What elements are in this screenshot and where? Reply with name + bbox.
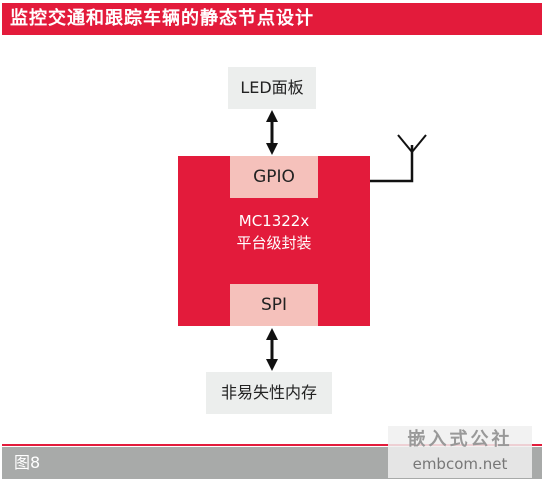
chip-name-label: MC1322x bbox=[238, 212, 310, 230]
gpio-port-box: GPIO bbox=[230, 156, 318, 198]
led-gpio-double-arrow bbox=[266, 110, 278, 155]
led-panel-box: LED面板 bbox=[228, 67, 316, 109]
spi-memory-double-arrow bbox=[266, 328, 278, 371]
watermark-cn: 嵌入式公社 bbox=[407, 429, 513, 450]
watermark-en: embcom.net bbox=[412, 455, 508, 473]
antenna-icon bbox=[370, 134, 427, 183]
bottom-divider bbox=[2, 444, 542, 446]
page-title: 监控交通和跟踪车辆的静态节点设计 bbox=[2, 3, 542, 35]
chip-package-label: 平台级封装 bbox=[236, 234, 312, 252]
spi-port-box: SPI bbox=[230, 284, 318, 326]
nonvolatile-memory-box: 非易失性内存 bbox=[206, 372, 332, 414]
site-watermark: 嵌入式公社 embcom.net bbox=[388, 426, 532, 478]
chip-core-label: MC1322x 平台级封装 bbox=[224, 210, 324, 276]
figure-label: 图8 bbox=[14, 453, 41, 472]
